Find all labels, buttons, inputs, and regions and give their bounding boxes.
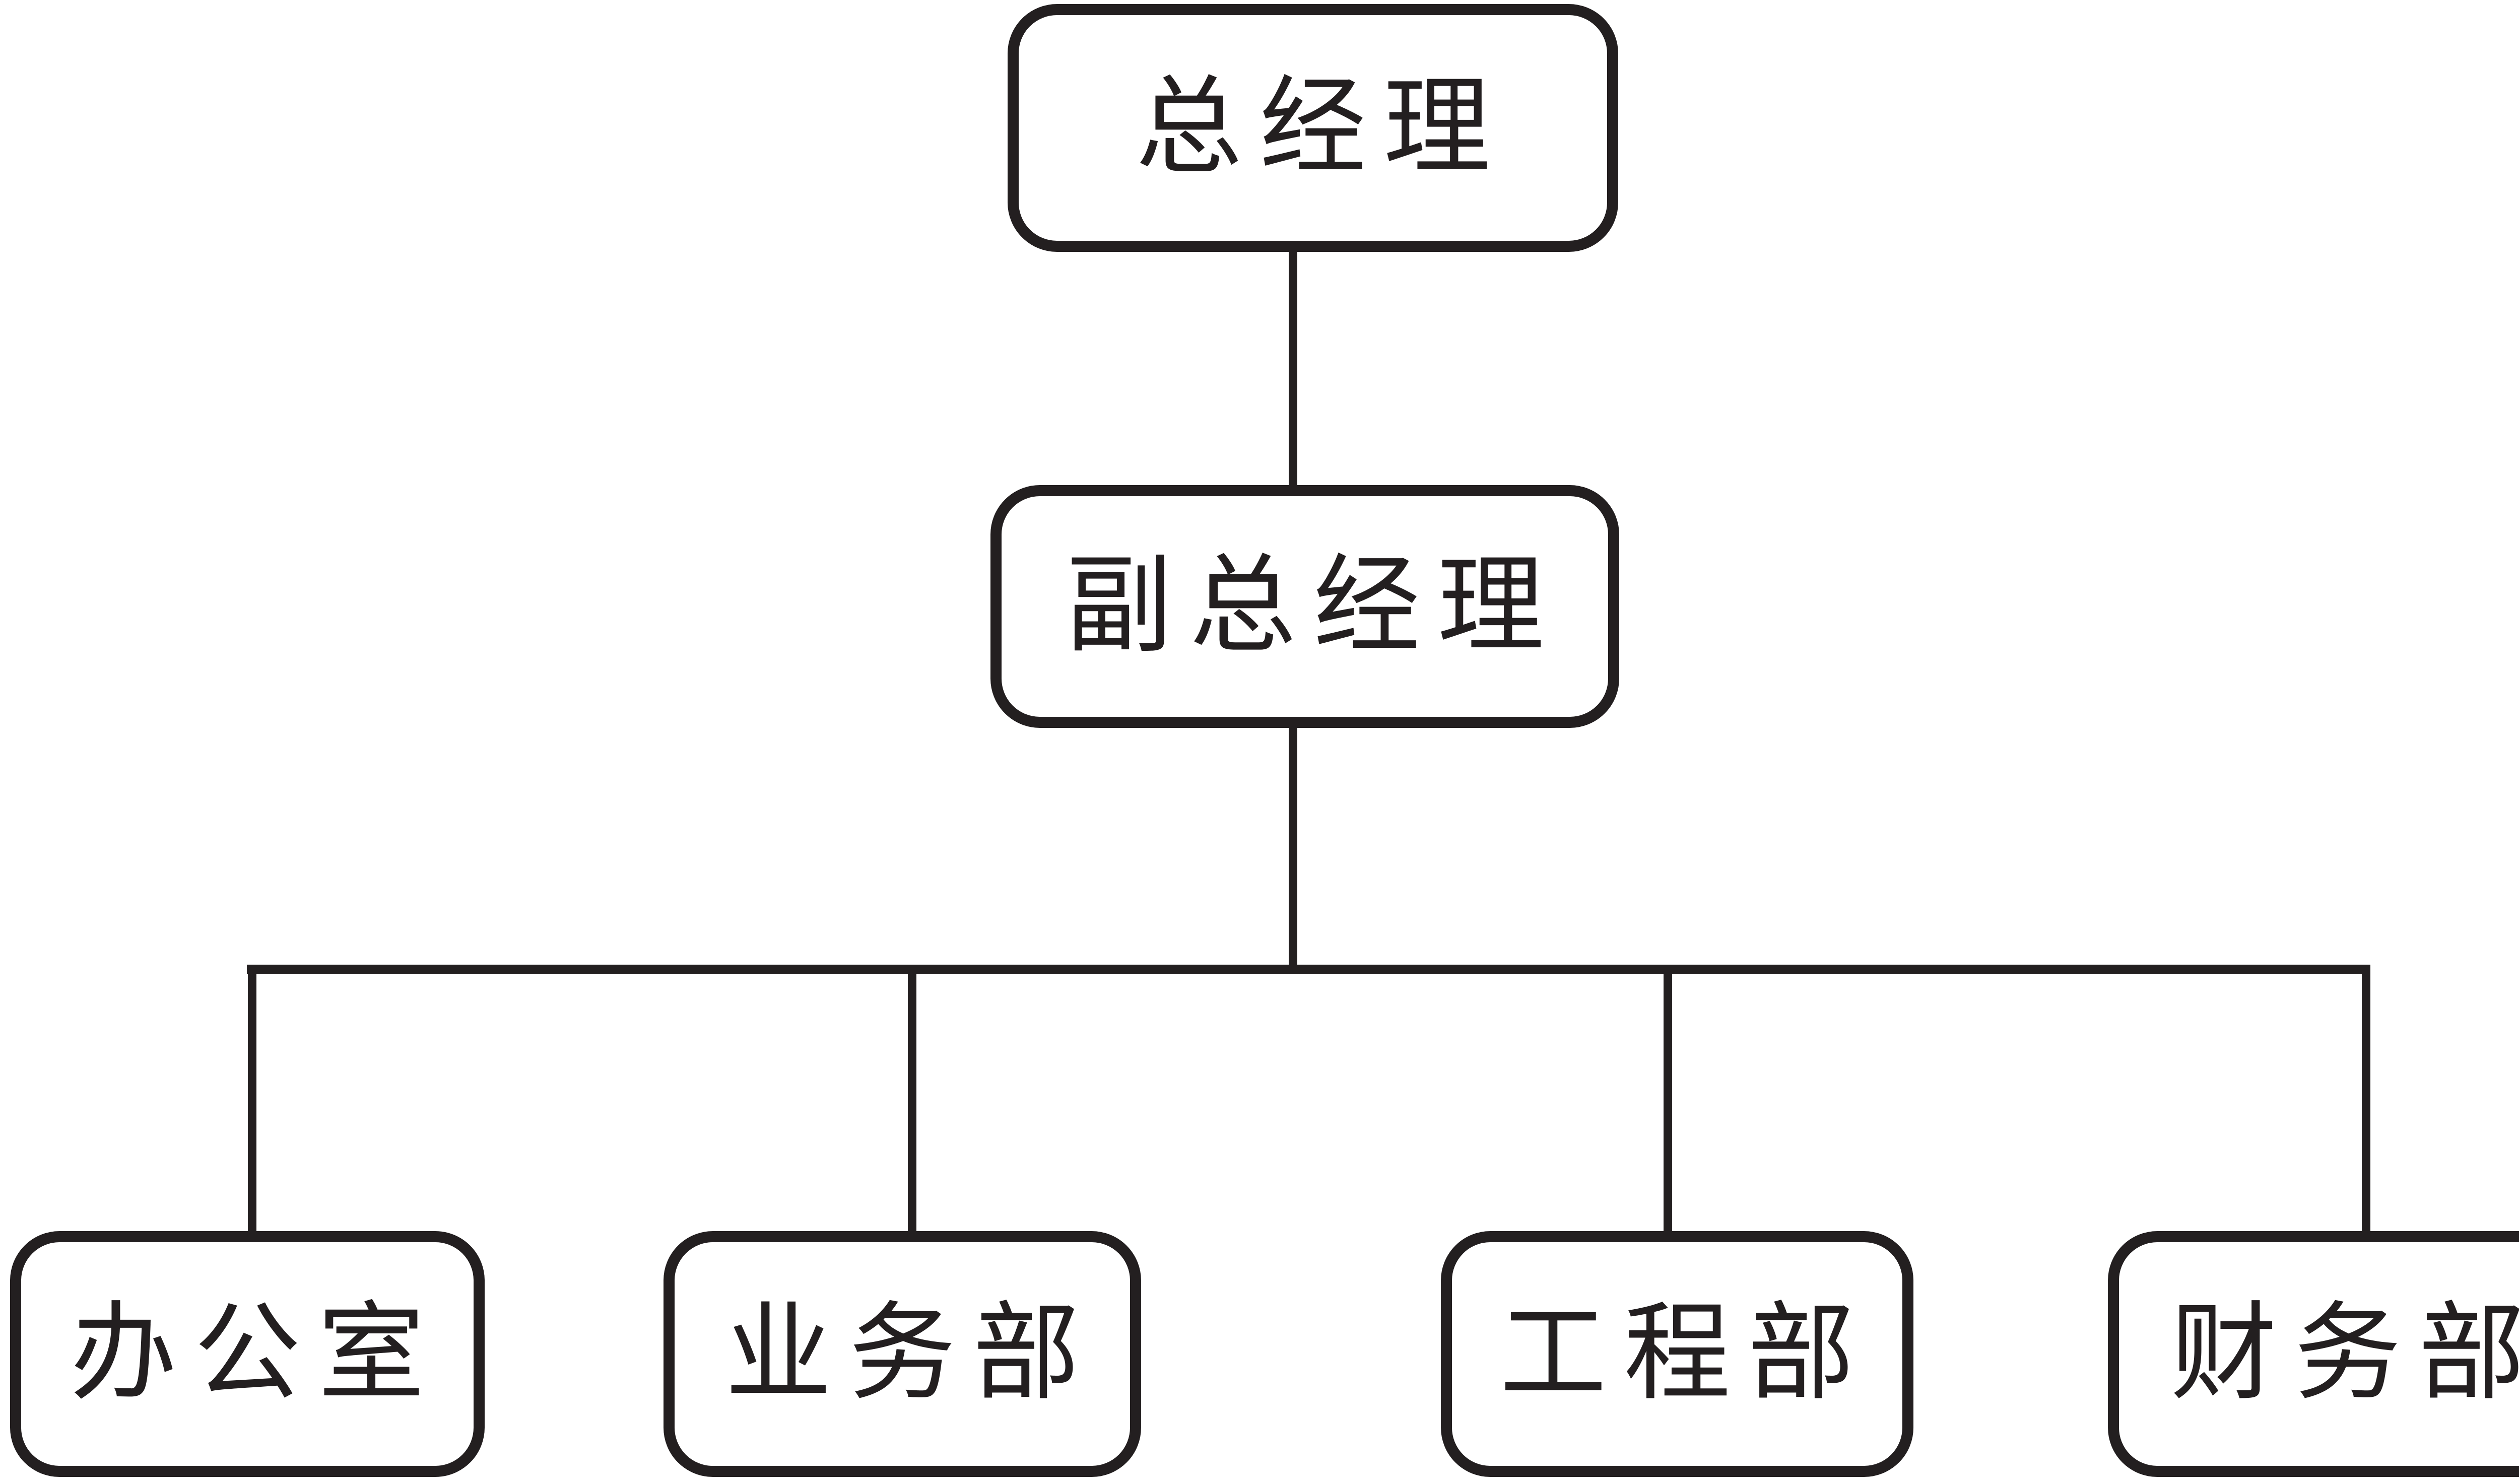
branch-line (247, 965, 2370, 974)
node-finance-dept: 财务部 (2108, 1231, 2519, 1477)
node-deputy-general-manager-label: 副总经理 (1066, 547, 1561, 665)
node-general-manager-label: 总经理 (1136, 69, 1507, 187)
connector-deputy-to-branch (1289, 726, 1297, 967)
connector-branch-to-office (248, 973, 256, 1232)
node-general-manager: 总经理 (1008, 4, 1618, 252)
node-engineering-dept-label: 工程部 (1500, 1295, 1872, 1413)
node-engineering-dept: 工程部 (1441, 1231, 1913, 1477)
node-office: 办公室 (10, 1231, 485, 1477)
connector-branch-to-business-dept (908, 973, 916, 1232)
node-finance-dept-label: 财务部 (2170, 1295, 2519, 1413)
node-office-label: 办公室 (70, 1295, 442, 1413)
connector-branch-to-finance-dept (2362, 973, 2370, 1232)
node-business-dept-label: 业务部 (725, 1295, 1097, 1413)
node-business-dept: 业务部 (664, 1231, 1141, 1477)
connector-root-to-deputy (1289, 250, 1297, 487)
connector-branch-to-engineering-dept (1664, 973, 1672, 1232)
node-deputy-general-manager: 副总经理 (990, 485, 1619, 728)
